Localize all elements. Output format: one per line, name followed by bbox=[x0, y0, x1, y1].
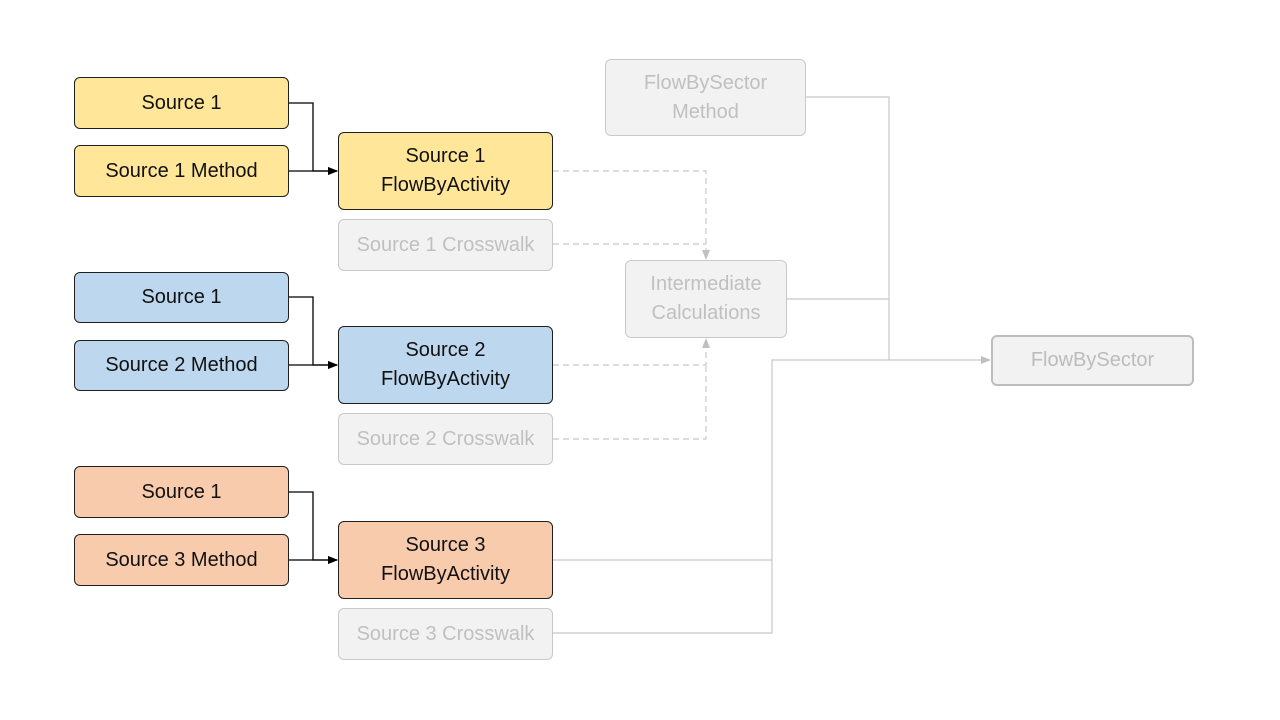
group2-crosswalk-box: Source 2 Crosswalk bbox=[338, 413, 553, 465]
group2-method-box: Source 2 Method bbox=[74, 340, 289, 391]
group2-source-box: Source 1 bbox=[74, 272, 289, 323]
flowbysector-method-box: FlowBySector Method bbox=[605, 59, 806, 136]
flowbysector-box: FlowBySector bbox=[991, 335, 1194, 386]
dashed-crosswalk2-to-intermediate bbox=[553, 365, 707, 440]
connector-source1-to-fba2 bbox=[289, 296, 338, 369]
group1-crosswalk-box: Source 1 Crosswalk bbox=[338, 219, 553, 271]
dashed-fba2-to-intermediate bbox=[553, 338, 710, 366]
connector-fba3-to-flowbysector bbox=[553, 359, 889, 561]
group1-source-box: Source 1 bbox=[74, 77, 289, 129]
dashed-fba1-to-intermediate bbox=[553, 170, 710, 260]
group1-method-box: Source 1 Method bbox=[74, 145, 289, 197]
connector-source1-to-fba3 bbox=[289, 491, 338, 564]
group3-flowbyactivity-box: Source 3 FlowByActivity bbox=[338, 521, 553, 599]
intermediate-calculations-box: Intermediate Calculations bbox=[625, 260, 787, 338]
group3-crosswalk-box: Source 3 Crosswalk bbox=[338, 608, 553, 660]
connector-fbsmethod-to-flowbysector bbox=[806, 96, 890, 360]
group2-flowbyactivity-box: Source 2 FlowByActivity bbox=[338, 326, 553, 404]
group3-method-box: Source 3 Method bbox=[74, 534, 289, 586]
connector-source1-to-fba1 bbox=[289, 102, 338, 175]
group1-flowbyactivity-box: Source 1 FlowByActivity bbox=[338, 132, 553, 210]
group3-source-box: Source 1 bbox=[74, 466, 289, 518]
connector-crosswalk3-to-flowbysector bbox=[553, 560, 773, 634]
